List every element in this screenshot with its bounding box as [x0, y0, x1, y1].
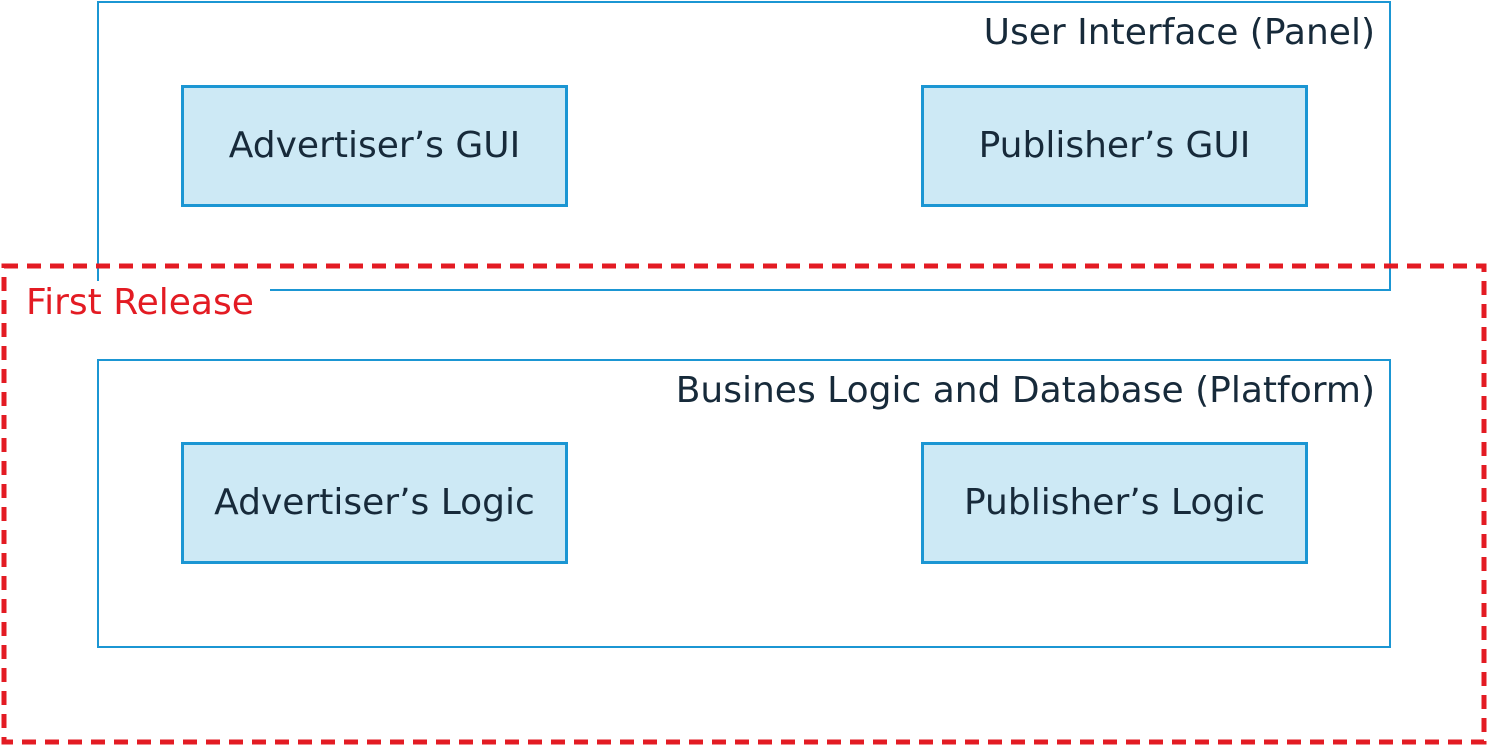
user-interface-panel-title: User Interface (Panel)	[983, 12, 1375, 53]
publisher-gui-label: Publisher’s GUI	[978, 125, 1251, 166]
publisher-gui-box: Publisher’s GUI	[921, 85, 1308, 207]
advertiser-gui-box: Advertiser’s GUI	[181, 85, 568, 207]
advertiser-gui-label: Advertiser’s GUI	[228, 125, 521, 166]
publisher-logic-box: Publisher’s Logic	[921, 442, 1308, 564]
first-release-dashed-border	[1, 263, 1487, 745]
user-interface-panel: User Interface (Panel)	[97, 1, 1391, 291]
platform-panel: Busines Logic and Database (Platform)	[97, 359, 1391, 648]
first-release-label: First Release	[26, 281, 270, 325]
publisher-logic-label: Publisher’s Logic	[963, 482, 1265, 523]
advertiser-logic-box: Advertiser’s Logic	[181, 442, 568, 564]
platform-panel-title: Busines Logic and Database (Platform)	[675, 370, 1375, 411]
advertiser-logic-label: Advertiser’s Logic	[214, 482, 535, 523]
